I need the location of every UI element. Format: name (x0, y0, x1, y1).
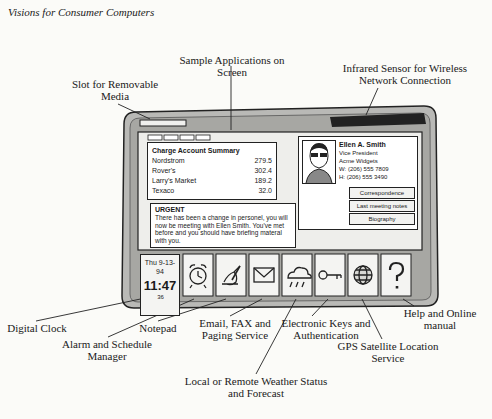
node-text: URGENT (155, 206, 291, 214)
node-text: Biography (350, 214, 414, 224)
card-button: Correspondence (349, 187, 415, 199)
callout-label: Help and Online manual (392, 307, 488, 331)
media-slot (140, 120, 186, 126)
contact-card: Ellen A. SmithVice PresidentAcme Widgets… (298, 136, 418, 230)
node-text: Thu 9-13-94 (143, 258, 177, 276)
portrait-photo (302, 140, 336, 184)
window-tabs (148, 135, 210, 140)
node-text: 11:47 (144, 278, 177, 293)
node-text: Nordstrom (152, 156, 250, 166)
node-text: Vice President (339, 149, 414, 157)
callout-label: Local or Remote Weather Status and Forec… (176, 375, 336, 399)
callout-label: Sample Applications on Screen (166, 54, 298, 78)
node-text: 36 (157, 294, 164, 300)
node-text: 279.5 (254, 156, 272, 166)
node-text: There has been a change in personel, you… (155, 214, 291, 244)
callout-label: Alarm and Schedule Manager (52, 338, 162, 362)
icons (190, 263, 403, 289)
node-text: W: (206) 555 7809 (339, 165, 414, 173)
node-text: 302.4 (254, 166, 272, 176)
node-text: H: (206) 555 3490 (339, 173, 414, 181)
screen (138, 132, 422, 250)
app-window: Charge Account SummaryNordstrom 279.5Rove… (147, 142, 277, 200)
callout-label: Infrared Sensor for Wireless Network Con… (330, 62, 480, 86)
node-text: Charge Account Summary (152, 146, 272, 156)
node-text: Rover's (152, 166, 250, 176)
card-button: Last meeting notes (349, 200, 415, 212)
diagram-title: Visions for Consumer Computers (8, 6, 154, 18)
node-text: Larry's Market (152, 176, 250, 186)
node-text: 189.2 (254, 176, 272, 186)
icon-boxes (183, 254, 411, 296)
infrared-sensor (330, 113, 426, 127)
node-text: Last meeting notes (350, 201, 414, 211)
node-text: Acme Widgets (339, 157, 414, 165)
card-button: Biography (349, 213, 415, 225)
clock-display: Thu 9-13-94 11:4736 (140, 254, 180, 316)
callout-label: Electronic Keys and Authentication (270, 317, 382, 341)
callout-label: Notepad (128, 322, 188, 334)
node-text: Texaco (152, 186, 250, 196)
leader-lines (36, 66, 414, 374)
callout-label: GPS Satellite Location Service (336, 340, 440, 364)
node-text: 32.0 (254, 186, 272, 196)
node-text: Ellen A. Smith (339, 140, 414, 149)
callout-label: Slot for Removable Media (60, 78, 170, 102)
node-text: Correspondence (350, 188, 414, 198)
callout-label: Email, FAX and Paging Service (186, 317, 284, 341)
alert-window: URGENTThere has been a change in persone… (150, 203, 296, 248)
callout-label: Digital Clock (2, 322, 72, 334)
